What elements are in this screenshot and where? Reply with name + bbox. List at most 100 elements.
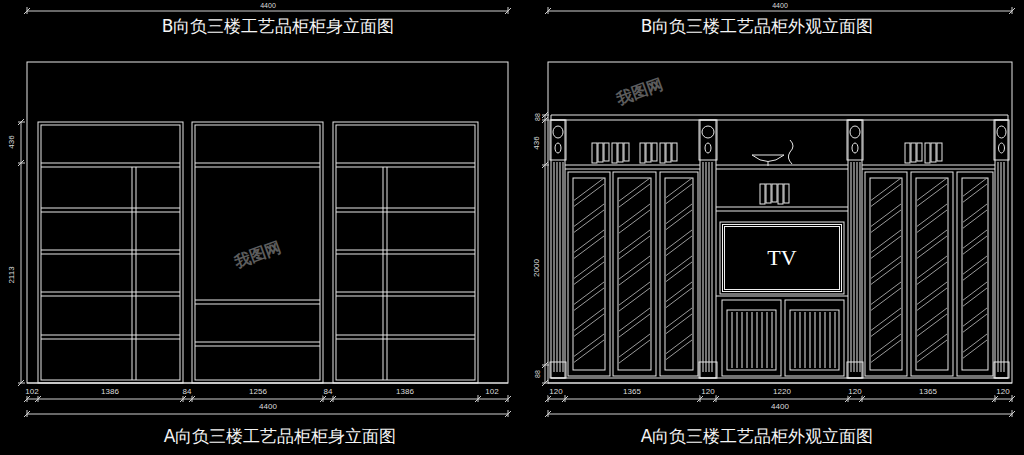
extension-line <box>18 122 25 123</box>
dimension-text: 4400 <box>771 2 789 9</box>
glass-hatch <box>619 204 650 227</box>
dimension-text: 1256 <box>248 388 268 396</box>
dimension-tick <box>859 396 865 402</box>
shelf <box>41 292 180 293</box>
glass-door-panel <box>573 178 605 370</box>
glass-hatch <box>871 236 901 258</box>
book <box>646 143 651 162</box>
glass-door <box>957 172 993 376</box>
book <box>937 143 942 161</box>
shelf <box>716 165 848 166</box>
glass-hatch <box>574 178 604 200</box>
door-grooves <box>795 312 796 368</box>
dimension-tick <box>542 117 548 123</box>
glass-hatch <box>619 178 650 201</box>
door-grooves <box>820 312 821 368</box>
shelf <box>716 211 848 212</box>
dimension-tick <box>320 396 326 402</box>
capital-ornament <box>997 126 1006 138</box>
pilaster-capital <box>550 120 566 160</box>
dimension-line <box>545 115 546 383</box>
glass-door-panel <box>870 178 902 370</box>
dimension-tick <box>545 8 551 14</box>
pilaster <box>551 120 565 378</box>
pilaster-fluting <box>703 162 704 372</box>
pilaster-fluting <box>860 162 861 372</box>
glass-hatch <box>963 308 987 326</box>
book <box>612 143 617 163</box>
extension-line <box>18 163 25 164</box>
glass-hatch <box>666 230 692 250</box>
pilaster-fluting <box>851 162 852 372</box>
tv-screen: TV <box>722 224 842 292</box>
dimension-text: 120 <box>548 388 563 396</box>
glass-hatch <box>917 288 947 310</box>
dimension-text: 1386 <box>395 388 415 396</box>
vertical-divider <box>136 167 137 380</box>
extension-line <box>542 120 549 121</box>
counter-top <box>716 296 848 297</box>
door-grooves <box>762 312 763 368</box>
shelf <box>195 300 320 301</box>
extension-line <box>700 395 701 402</box>
dimension-line <box>27 11 508 12</box>
drawing-frame <box>27 62 508 383</box>
dimension-tick <box>505 396 511 402</box>
extension-line <box>548 395 549 402</box>
dimension-text: 436 <box>8 134 16 149</box>
glass-hatch <box>871 204 901 226</box>
shelf <box>41 250 180 251</box>
pilaster-fluting <box>857 162 858 372</box>
glass-hatch <box>666 308 692 328</box>
drawing-title: A向负三楼工艺品柜外观立面图 <box>638 428 877 445</box>
extension-line <box>333 395 334 402</box>
pilaster-fluting <box>557 162 558 372</box>
dimension-tick <box>542 112 548 118</box>
extension-line <box>1012 7 1013 14</box>
dimension-text: 436 <box>533 135 541 150</box>
door-grooves <box>732 312 733 368</box>
dimension-tick <box>18 160 24 166</box>
dimension-tick <box>542 162 548 168</box>
extension-line <box>848 395 849 402</box>
glass-hatch <box>619 314 650 337</box>
capital-ornament <box>705 143 711 153</box>
extension-line <box>183 395 184 402</box>
dimension-text: 1365 <box>622 388 642 396</box>
dimension-text: 2113 <box>8 265 16 284</box>
glass-hatch <box>574 314 604 336</box>
cabinet-carcass <box>38 122 183 383</box>
door-grooves <box>805 312 806 368</box>
glass-hatch <box>917 308 947 330</box>
vertical-divider <box>387 167 388 380</box>
shelf <box>41 208 180 209</box>
dimension-line <box>548 399 1012 400</box>
glass-hatch <box>963 256 987 274</box>
dimension-tick <box>545 411 551 417</box>
extension-line <box>508 7 509 14</box>
glass-hatch <box>574 184 604 206</box>
glass-hatch <box>871 308 901 330</box>
pilaster-fluting <box>563 162 564 372</box>
glass-hatch <box>917 178 947 200</box>
vertical-divider <box>383 167 384 380</box>
glass-hatch <box>871 314 901 336</box>
glass-hatch <box>917 210 947 232</box>
door-grooves <box>767 312 768 368</box>
cornice <box>551 115 1008 116</box>
shelf <box>41 212 180 213</box>
glass-hatch <box>917 314 947 336</box>
dimension-tick <box>35 396 41 402</box>
extension-line <box>323 395 324 402</box>
door-grooves <box>747 312 748 368</box>
dimension-tick <box>24 411 30 417</box>
pilaster-fluting <box>712 162 713 372</box>
glass-door <box>911 172 953 376</box>
dimension-tick <box>24 8 30 14</box>
vertical-divider <box>132 167 133 380</box>
dimension-tick <box>542 362 548 368</box>
extension-line <box>27 410 28 417</box>
dimension-tick <box>1009 396 1015 402</box>
dimension-text: 102 <box>484 388 499 396</box>
book <box>911 143 916 162</box>
